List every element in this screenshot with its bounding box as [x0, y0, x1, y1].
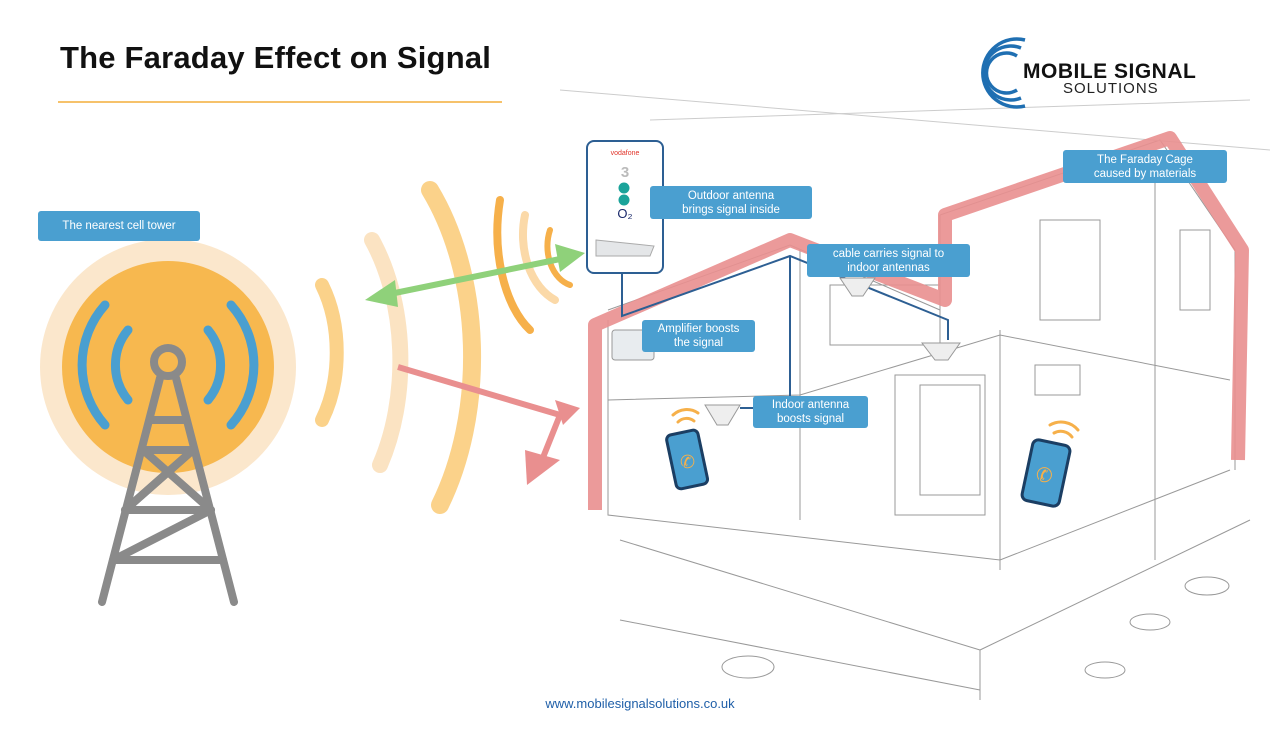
logo-sub: SOLUTIONS — [1063, 80, 1159, 97]
label-text: Amplifier boosts — [657, 323, 740, 335]
label-text: indoor antennas — [847, 261, 930, 274]
two-way-signal-arrow — [365, 244, 585, 307]
label-text: The nearest cell tower — [62, 220, 176, 232]
blocked-signal-arrow — [397, 364, 580, 485]
phone-icon: ✆ ✆ — [665, 428, 1072, 508]
label-text: caused by materials — [1093, 167, 1197, 180]
label-amplifier: Amplifier boosts the signal — [642, 320, 755, 352]
indoor-antenna-icon — [704, 277, 961, 426]
title-underline — [58, 101, 502, 103]
cell-tower-icon — [98, 344, 238, 606]
page-title: The Faraday Effect on Signal — [60, 40, 492, 75]
label-text: the signal — [673, 337, 724, 349]
logo-icon — [981, 37, 1026, 109]
phone-signal-icon — [671, 408, 1080, 439]
o2-logo: O₂ — [617, 206, 633, 221]
svg-text:✆: ✆ — [680, 452, 695, 472]
label-indoor-antenna: Indoor antenna boosts signal — [753, 396, 868, 428]
ee-logo — [618, 182, 630, 206]
outdoor-antenna-icon — [595, 239, 655, 257]
label-text: Indoor antenna — [771, 399, 850, 411]
website-link[interactable]: www.mobilesignalsolutions.co.uk — [545, 696, 735, 711]
three-logo: 3 — [620, 164, 630, 181]
logo-name: MOBILE SIGNAL — [1023, 60, 1197, 83]
label-cell-tower: The nearest cell tower — [38, 211, 200, 241]
vodafone-logo: vodafone — [610, 150, 640, 157]
label-text: cable carries signal to — [832, 247, 945, 260]
tower-glow-inner — [62, 261, 274, 473]
label-text: boosts signal — [776, 413, 845, 425]
label-text: Outdoor antenna — [687, 189, 775, 202]
tower-signal-icon — [77, 300, 259, 430]
label-text: brings signal inside — [682, 203, 780, 216]
label-text: The Faraday Cage — [1097, 153, 1193, 166]
svg-text:✆: ✆ — [1036, 465, 1053, 487]
